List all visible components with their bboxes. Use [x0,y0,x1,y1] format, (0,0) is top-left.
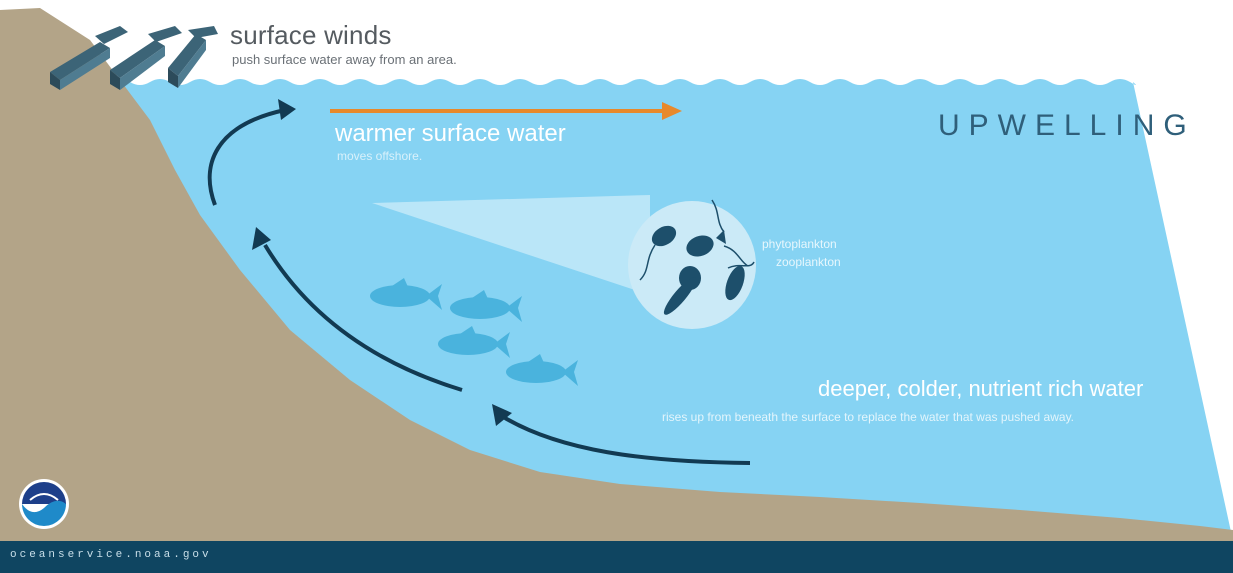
fish-icon [450,290,522,322]
noaa-logo [19,479,69,529]
warmer-surface-water-title: warmer surface water [335,120,566,147]
footer-url[interactable]: oceanservice.noaa.gov [10,549,212,561]
diagram-title: UPWELLING [938,109,1196,142]
fish-icon [506,354,578,386]
phytoplankton-label: phytoplankton [762,237,837,251]
wind-block-icon [50,26,128,90]
plankton-antennae [639,199,755,281]
current-arrowheads [252,99,512,426]
wind-block-icon [110,26,182,90]
footer-bar: oceanservice.noaa.gov [0,541,1233,573]
deep-water-title: deeper, colder, nutrient rich water [818,376,1144,401]
magnifier-beam [372,195,650,295]
fish-school [370,278,578,386]
surface-winds-title: surface winds [230,20,392,50]
surface-winds-description: push surface water away from an area. [232,52,457,67]
zooplankton-icon [663,265,745,315]
warmer-surface-water-description: moves offshore. [337,149,423,163]
wind-block-icon [168,26,218,88]
phytoplankton-icon [651,225,726,290]
land-seafloor [0,8,1233,541]
upwelling-current-arrows [207,108,751,465]
deep-water-description: rises up from beneath the surface to rep… [662,410,1075,424]
fish-icon [438,326,510,358]
surface-water-arrow [330,102,682,120]
fish-icon [370,278,442,310]
surface-wind-blocks [50,26,218,90]
zooplankton-label: zooplankton [776,255,841,269]
